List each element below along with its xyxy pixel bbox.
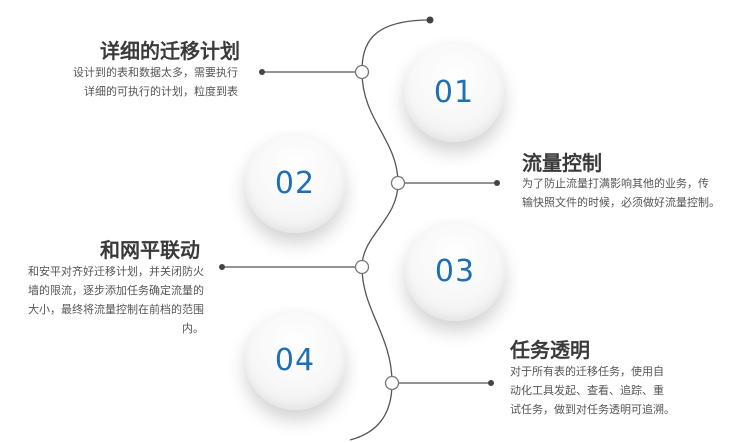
desc-line: 输快照文件的时候，必须做好流量控制。 <box>522 196 720 209</box>
step-desc-3: 和安平对齐好迁移计划，并关闭防火 墙的限流，逐步添加任务确定流量的 大小，最终将… <box>2 262 204 338</box>
desc-line: 动化工具发起、查看、追踪、重 <box>510 384 664 397</box>
desc-line: 设计到的表和数据太多，需要执行 <box>73 66 238 79</box>
connector-end-dot-3 <box>219 264 225 270</box>
junction-node-3 <box>354 259 370 275</box>
desc-line: 试任务，做到对任务透明可追溯。 <box>510 403 675 416</box>
connector-end-dot-2 <box>494 180 500 186</box>
step-number: 04 <box>274 342 316 378</box>
step-number: 01 <box>433 74 475 110</box>
step-circle-04: 04 <box>245 310 345 410</box>
step-title-3: 和网平联动 <box>100 238 200 262</box>
step-desc-1: 设计到的表和数据太多，需要执行 详细的可执行的计划，粒度到表 <box>18 63 238 101</box>
step-desc-4: 对于所有表的迁移任务，使用自 动化工具发起、查看、追踪、重 试任务，做到对任务透… <box>510 362 710 419</box>
junction-node-1 <box>354 64 370 80</box>
desc-line: 对于所有表的迁移任务，使用自 <box>510 365 664 378</box>
desc-line: 大小，最终将流量控制在前档的范围 <box>28 303 204 316</box>
step-title-4: 任务透明 <box>510 338 590 362</box>
desc-line: 墙的限流，逐步添加任务确定流量的 <box>28 284 204 297</box>
step-circle-03: 03 <box>405 221 505 321</box>
desc-line: 详细的可执行的计划，粒度到表 <box>84 85 238 98</box>
step-circle-01: 01 <box>404 42 504 142</box>
curve-end-dot <box>426 16 434 24</box>
step-title-1: 详细的迁移计划 <box>100 39 240 63</box>
connector-end-dot-4 <box>488 380 494 386</box>
step-number: 02 <box>274 165 316 201</box>
step-title-2: 流量控制 <box>522 151 602 175</box>
step-desc-2: 为了防止流量打满影响其他的业务，传 输快照文件的时候，必须做好流量控制。 <box>522 174 740 212</box>
junction-node-4 <box>384 375 400 391</box>
desc-line: 和安平对齐好迁移计划，并关闭防火 <box>28 265 204 278</box>
connector-end-dot-1 <box>259 69 265 75</box>
junction-node-2 <box>390 175 406 191</box>
desc-line: 为了防止流量打满影响其他的业务，传 <box>522 177 709 190</box>
desc-line: 内。 <box>182 322 204 335</box>
step-number: 03 <box>434 253 476 289</box>
step-circle-02: 02 <box>245 133 345 233</box>
